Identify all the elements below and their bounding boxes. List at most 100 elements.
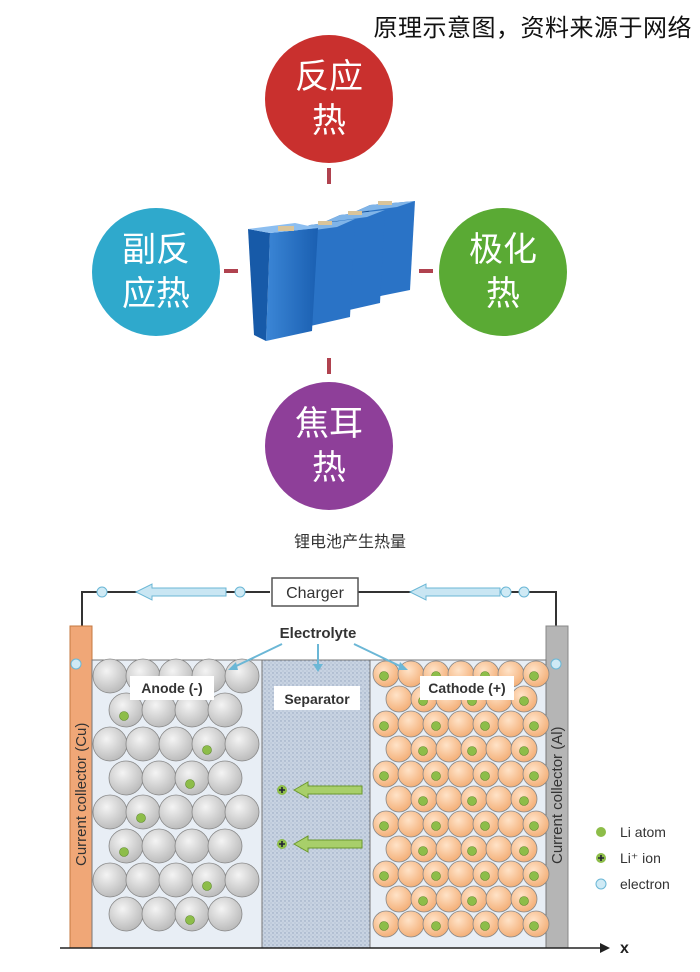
cathode-particle	[397, 860, 425, 888]
li-atom-dot	[379, 771, 389, 781]
li-atom-dot	[379, 721, 389, 731]
separator-label-box	[274, 686, 360, 710]
connector-left	[224, 269, 238, 273]
li-atom-dot	[467, 746, 477, 756]
li-ion-plus-1	[277, 785, 287, 795]
electron-wire-3	[500, 586, 512, 598]
li-atom-dot	[519, 846, 529, 856]
cathode-label-box	[420, 676, 514, 700]
li-atom-dot	[431, 721, 441, 731]
li-atom-dot	[379, 871, 389, 881]
polarization-heat-line2: 热	[486, 274, 520, 314]
anode-particle	[224, 726, 260, 762]
anode-particle	[224, 794, 260, 830]
side-reaction-heat-line2: 应热	[122, 274, 190, 314]
cathode-particle	[497, 860, 525, 888]
electron-wire-4	[518, 586, 530, 598]
anode-particle	[191, 794, 227, 830]
electron-wire-2	[234, 586, 246, 598]
li-ion-cell-diagram: Charger Current collector (Cu) Current c…	[60, 577, 670, 957]
battery-cells-image	[248, 201, 415, 341]
anode-particle	[207, 896, 243, 932]
li-atom-dot	[202, 745, 212, 755]
li-atom-dot	[529, 821, 539, 831]
electron-collector-right	[550, 658, 562, 670]
li-ion-plus-2	[277, 839, 287, 849]
reaction-heat-circle: 反应热	[265, 35, 393, 163]
li-atom-legend-icon	[596, 827, 606, 837]
x-axis-label: x	[620, 940, 629, 957]
anode-particle	[141, 828, 177, 864]
cathode-particle	[485, 735, 513, 763]
battery-cell-1	[248, 223, 318, 341]
li-atom-dot	[431, 921, 441, 931]
li-atom-dot	[467, 846, 477, 856]
electrolyte-label: Electrolyte	[280, 625, 357, 642]
cathode-particle	[447, 710, 475, 738]
li-atom-dot	[418, 896, 428, 906]
anode-label-box	[130, 676, 214, 700]
anode-particle	[207, 828, 243, 864]
charger-label: Charger	[286, 585, 344, 602]
anode-particle	[108, 896, 144, 932]
polarization-heat-circle: 极化热	[439, 208, 567, 336]
anode-particle	[158, 794, 194, 830]
anode-particle	[174, 896, 210, 932]
li-atom-dot	[431, 871, 441, 881]
li-atom-dot	[431, 821, 441, 831]
cathode-particle	[385, 785, 413, 813]
li-atom-dot	[418, 746, 428, 756]
cathode-particle	[397, 710, 425, 738]
li-atom-dot	[519, 796, 529, 806]
li-atom-dot	[379, 921, 389, 931]
cathode-particle	[485, 785, 513, 813]
cathode-particle	[397, 760, 425, 788]
joule-heat-circle: 焦耳热	[265, 382, 393, 510]
anode-particle	[125, 726, 161, 762]
anode-particle	[191, 726, 227, 762]
cathode-particle	[435, 835, 463, 863]
anode-particle	[108, 760, 144, 796]
li-atom-dot	[519, 746, 529, 756]
anode-label: Anode (-)	[141, 680, 202, 696]
legend-li-atom: Li atom	[620, 824, 666, 840]
cathode-particle	[497, 810, 525, 838]
anode-particle	[158, 862, 194, 898]
ion-flow-arrow-1	[292, 781, 363, 799]
anode-particle	[174, 760, 210, 796]
li-atom-dot	[136, 813, 146, 823]
electron-collector-left	[70, 658, 82, 670]
li-atom-dot	[529, 771, 539, 781]
anode-particle	[141, 896, 177, 932]
anode-particle	[207, 692, 243, 728]
li-atom-dot	[529, 921, 539, 931]
electrolyte-arrowhead-right	[398, 662, 408, 670]
li-atom-dot	[379, 671, 389, 681]
li-atom-dot	[431, 771, 441, 781]
cathode-particle	[435, 785, 463, 813]
cathode-particle	[447, 910, 475, 938]
copper-collector-label: Current collector (Cu)	[73, 723, 90, 866]
cathode-particle	[497, 910, 525, 938]
cathode-particle	[397, 910, 425, 938]
anode-particle	[92, 726, 128, 762]
legend: Li atom Li⁺ ion electron	[595, 824, 670, 892]
cathode-particle	[447, 810, 475, 838]
top-caption: 原理示意图，资料来源于网络	[373, 14, 692, 42]
legend-electron: electron	[620, 876, 670, 892]
reaction-heat-line1: 反应	[295, 57, 363, 97]
separator-label: Separator	[284, 691, 350, 707]
li-atom-dot	[480, 921, 490, 931]
li-atom-dot	[519, 896, 529, 906]
cathode-particle	[435, 735, 463, 763]
aluminum-collector-label: Current collector (Al)	[549, 726, 566, 864]
legend-li-ion: Li⁺ ion	[620, 850, 661, 866]
side-reaction-heat-circle: 副反应热	[92, 208, 220, 336]
electron-flow-arrow-left	[134, 583, 227, 601]
li-ion-legend-icon	[596, 853, 606, 863]
anode-particle	[92, 862, 128, 898]
electrolyte-arrow-left	[231, 643, 283, 669]
li-atom-dot	[418, 846, 428, 856]
electrolyte-arrow-right	[353, 643, 405, 669]
electrolyte-arrowhead-left	[228, 662, 238, 670]
